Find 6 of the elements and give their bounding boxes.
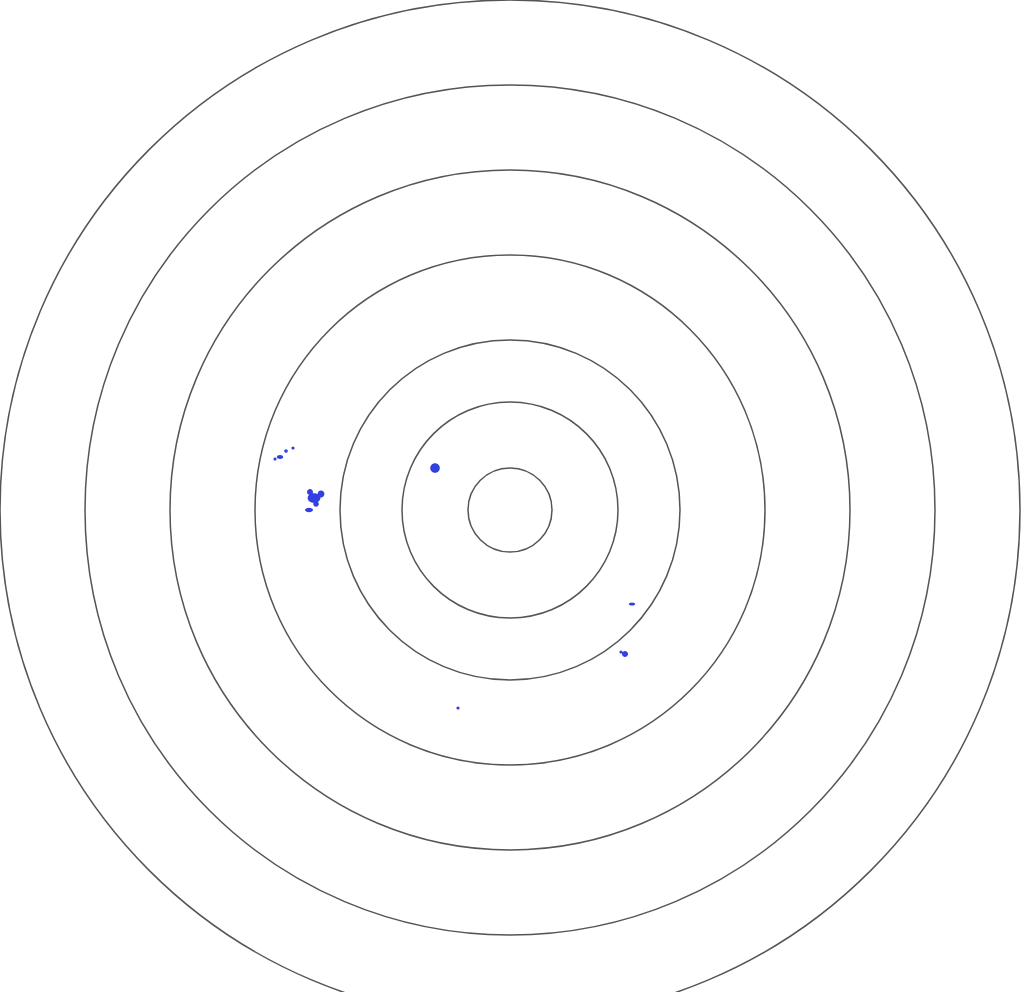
ring [254, 254, 766, 766]
ring [339, 339, 681, 681]
ring [84, 84, 936, 936]
ring [401, 401, 619, 619]
ring [467, 467, 553, 553]
ring [169, 169, 851, 851]
